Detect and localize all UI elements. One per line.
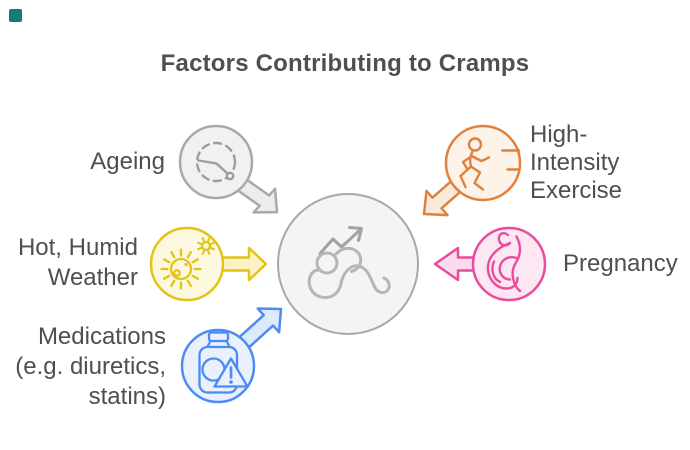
cramps-center-node	[277, 193, 419, 335]
hot-humid-weather-node	[149, 226, 268, 302]
runner-icon	[459, 137, 521, 191]
label-ageing: Ageing	[90, 148, 165, 175]
corner-mark	[9, 9, 22, 22]
pregnancy-node	[433, 226, 547, 302]
high-intensity-exercise-circle	[444, 124, 522, 202]
label-hot-humid-weather: Hot, Humid Weather	[17, 234, 138, 291]
high-intensity-exercise-node	[422, 124, 522, 217]
ageing-node	[178, 124, 279, 214]
person-cramping-icon	[307, 246, 391, 300]
label-medications: Medications (e.g. diuretics, statins)	[15, 323, 166, 410]
clock-icon	[195, 141, 237, 183]
rising-trend-arrow-icon	[318, 226, 363, 255]
sun-icon	[160, 237, 215, 290]
cramps-center-circle	[277, 193, 419, 335]
diagram-title: Factors Contributing to Cramps	[160, 50, 530, 77]
medicine-bottle-warning-icon	[198, 331, 249, 394]
pregnancy-circle	[471, 226, 547, 302]
label-high-intensity-exercise: High- Intensity Exercise	[530, 121, 623, 204]
ageing-circle	[178, 124, 254, 200]
medications-node	[180, 307, 283, 404]
label-pregnancy: Pregnancy	[563, 250, 678, 277]
pregnant-woman-icon	[486, 232, 522, 293]
